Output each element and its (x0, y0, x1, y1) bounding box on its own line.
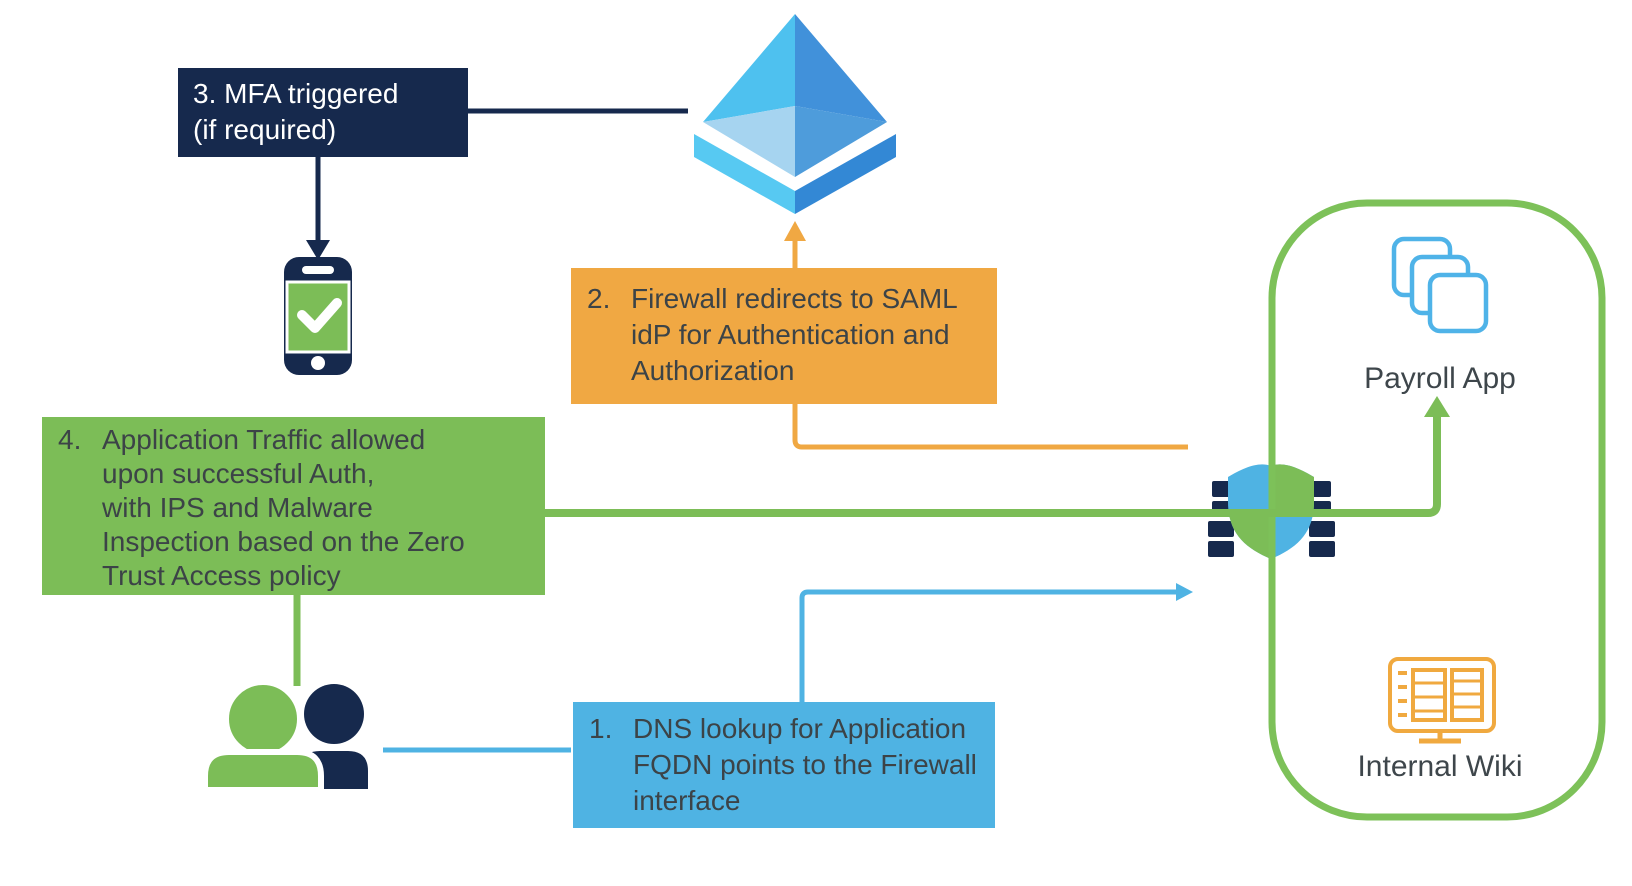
checkmark-icon (297, 298, 342, 333)
step4-text: Application Traffic allowed upon success… (102, 424, 465, 591)
arrowhead-to-payroll-icon (1424, 396, 1450, 417)
arrowhead-to-firewall-icon (1176, 583, 1193, 601)
arrowhead-to-phone-icon (306, 240, 330, 260)
step1-number: 1. (589, 713, 613, 744)
connector-allowed-traffic (545, 396, 1450, 517)
step2-number: 2. (587, 283, 611, 314)
connector-firewall-to-redirect (792, 404, 1188, 450)
payroll-app-label: Payroll App (1364, 362, 1516, 395)
step2-box: 2. Firewall redirects to SAML idP for Au… (571, 268, 997, 404)
internal-wiki-label: Internal Wiki (1357, 750, 1523, 783)
users-icon (202, 679, 368, 793)
saml-idp-pyramid-icon (694, 14, 896, 214)
firewall-bricks (1208, 481, 1335, 557)
connector-dns-to-firewall (799, 589, 1176, 702)
step3-box: 3. MFA triggered (if required) (178, 68, 468, 157)
step1-box: 1. DNS lookup for Application FQDN point… (573, 702, 995, 828)
arrowhead-to-idp-icon (784, 221, 806, 241)
step4-number: 4. (58, 424, 82, 455)
internal-wiki-icon (1388, 657, 1496, 744)
payroll-app-icon (1391, 236, 1489, 334)
step2-text: Firewall redirects to SAML idP for Authe… (631, 283, 958, 386)
mfa-phone-icon (284, 257, 352, 375)
step4-box: 4. Application Traffic allowed upon succ… (42, 417, 545, 595)
step1-text: DNS lookup for Application FQDN points t… (633, 713, 977, 816)
